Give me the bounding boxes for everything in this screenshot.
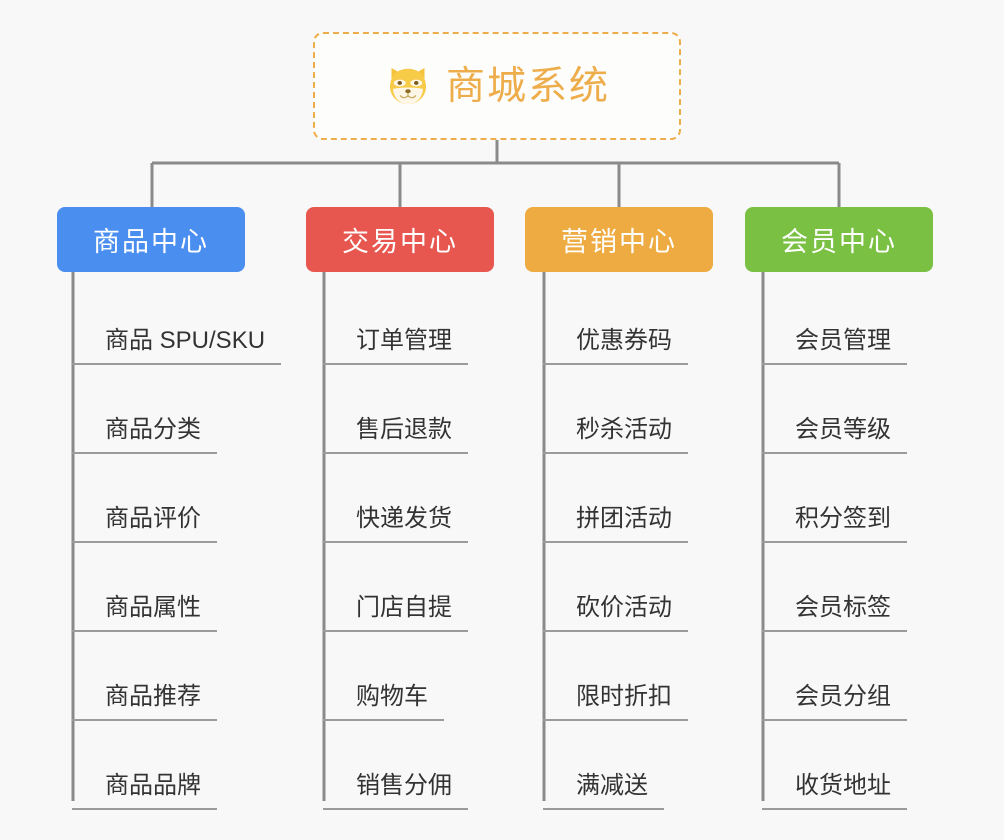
leaf-label: 商品品牌	[72, 774, 217, 810]
leaf-label: 门店自提	[323, 596, 468, 632]
list-item[interactable]: 快递发货	[323, 454, 468, 543]
leaf-column-1: 订单管理 售后退款 快递发货 门店自提 购物车 销售分佣	[323, 276, 468, 810]
list-item[interactable]: 商品评价	[72, 454, 281, 543]
root-title: 商城系统	[445, 64, 610, 108]
list-item[interactable]: 秒杀活动	[543, 365, 688, 454]
leaf-label: 会员分组	[762, 685, 907, 721]
list-item[interactable]: 会员等级	[762, 365, 907, 454]
list-item[interactable]: 商品属性	[72, 543, 281, 632]
leaf-label: 会员标签	[762, 596, 907, 632]
leaf-label: 满减送	[543, 774, 664, 810]
leaf-label: 订单管理	[323, 329, 468, 365]
leaf-label: 优惠券码	[543, 329, 688, 365]
list-item[interactable]: 商品分类	[72, 365, 281, 454]
list-item[interactable]: 销售分佣	[323, 721, 468, 810]
leaf-label: 收货地址	[762, 774, 907, 810]
shiba-dog-face-icon	[389, 68, 426, 104]
leaf-label: 砍价活动	[543, 596, 688, 632]
category-header-2[interactable]: 营销中心	[525, 207, 713, 272]
category-label-2: 营销中心	[561, 227, 677, 257]
category-label-3: 会员中心	[781, 227, 897, 257]
leaf-label: 积分签到	[762, 507, 907, 543]
leaf-label: 商品 SPU/SKU	[72, 329, 282, 365]
list-item[interactable]: 门店自提	[323, 543, 468, 632]
list-item[interactable]: 购物车	[323, 632, 468, 721]
category-label-1: 交易中心	[342, 227, 458, 257]
category-header-3[interactable]: 会员中心	[745, 207, 933, 272]
leaf-label: 售后退款	[323, 418, 468, 454]
leaf-label: 购物车	[323, 685, 444, 721]
list-item[interactable]: 收货地址	[762, 721, 907, 810]
list-item[interactable]: 会员分组	[762, 632, 907, 721]
leaf-label: 会员管理	[762, 329, 907, 365]
list-item[interactable]: 积分签到	[762, 454, 907, 543]
list-item[interactable]: 订单管理	[323, 276, 468, 365]
leaf-label: 商品评价	[72, 507, 217, 543]
leaf-column-0: 商品 SPU/SKU 商品分类 商品评价 商品属性 商品推荐 商品品牌	[72, 276, 282, 810]
list-item[interactable]: 砍价活动	[543, 543, 688, 632]
leaf-label: 快递发货	[323, 507, 468, 543]
list-item[interactable]: 售后退款	[323, 365, 468, 454]
leaf-label: 限时折扣	[543, 685, 688, 721]
leaf-label: 商品推荐	[72, 685, 217, 721]
list-item[interactable]: 商品推荐	[72, 632, 281, 721]
leaf-label: 会员等级	[762, 418, 907, 454]
leaf-column-3: 会员管理 会员等级 积分签到 会员标签 会员分组 收货地址	[762, 276, 907, 810]
category-header-0[interactable]: 商品中心	[57, 207, 245, 272]
list-item[interactable]: 会员标签	[762, 543, 907, 632]
leaf-label: 秒杀活动	[543, 418, 688, 454]
category-label-0: 商品中心	[93, 227, 209, 257]
list-item[interactable]: 拼团活动	[543, 454, 688, 543]
category-header-1[interactable]: 交易中心	[306, 207, 494, 272]
leaf-label: 商品属性	[72, 596, 217, 632]
list-item[interactable]: 限时折扣	[543, 632, 688, 721]
list-item[interactable]: 优惠券码	[543, 276, 688, 365]
list-item[interactable]: 商品 SPU/SKU	[72, 276, 282, 365]
leaf-column-2: 优惠券码 秒杀活动 拼团活动 砍价活动 限时折扣 满减送	[543, 276, 688, 810]
root-node[interactable]: 商城系统	[313, 32, 681, 140]
leaf-label: 拼团活动	[543, 507, 688, 543]
list-item[interactable]: 商品品牌	[72, 721, 281, 810]
leaf-label: 销售分佣	[323, 774, 468, 810]
list-item[interactable]: 满减送	[543, 721, 688, 810]
list-item[interactable]: 会员管理	[762, 276, 907, 365]
leaf-label: 商品分类	[72, 418, 217, 454]
